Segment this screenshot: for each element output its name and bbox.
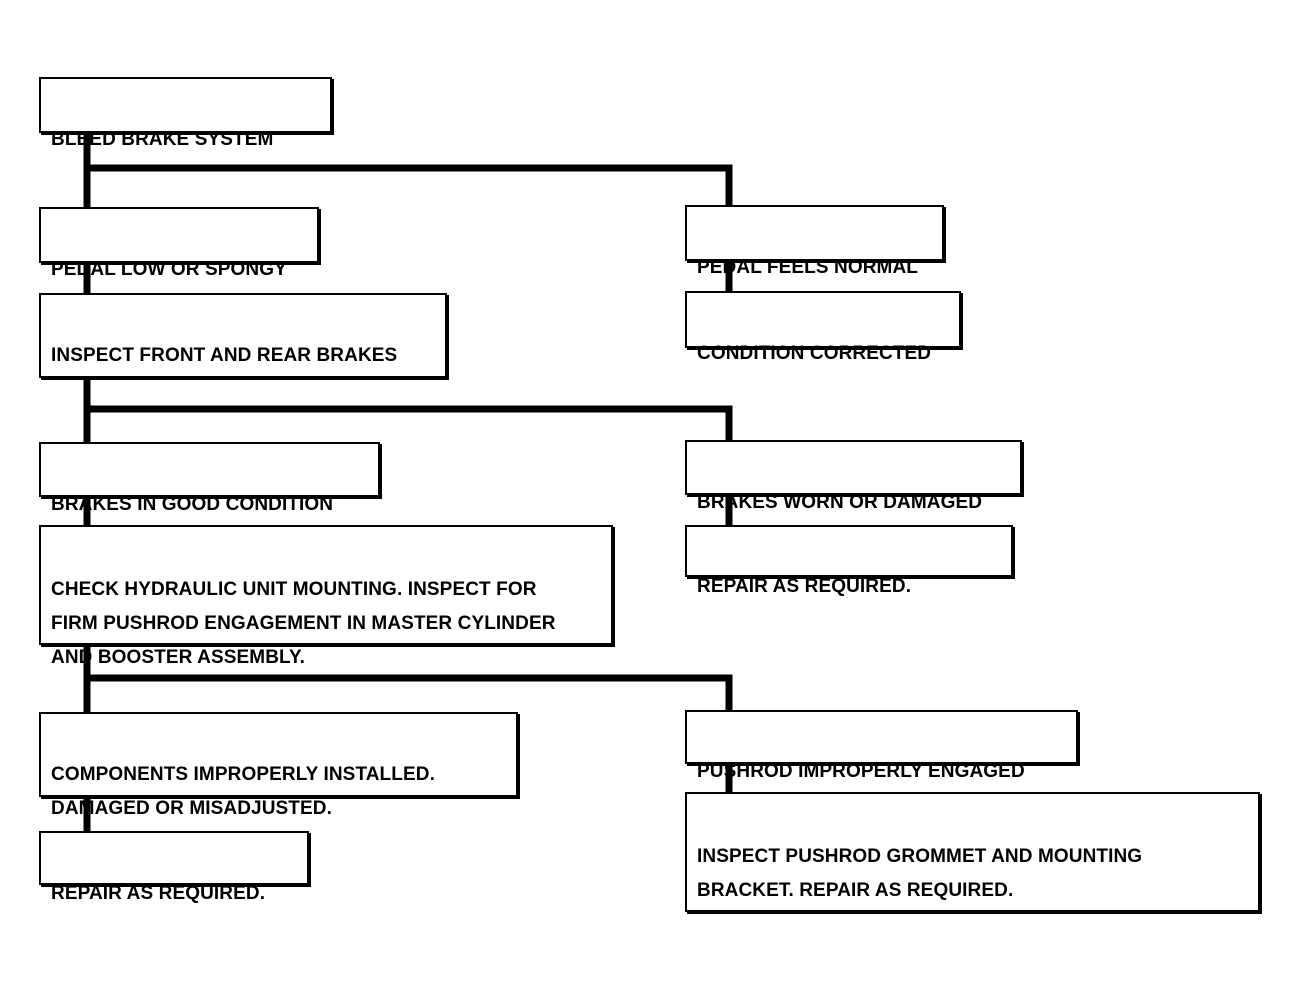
- node-pedal-low-or-spongy-label: PEDAL LOW OR SPONGY: [51, 259, 287, 280]
- node-repair-as-required-left: REPAIR AS REQUIRED.: [39, 831, 309, 904]
- node-bleed-brake-system: BLEED BRAKE SYSTEM: [39, 77, 332, 150]
- node-brakes-in-good-condition: BRAKES IN GOOD CONDITION: [39, 442, 380, 515]
- node-check-hydraulic-unit-mounting-label: CHECK HYDRAULIC UNIT MOUNTING. INSPECT F…: [51, 579, 556, 668]
- node-repair-as-required-right: REPAIR AS REQUIRED.: [685, 525, 1013, 597]
- node-brakes-in-good-condition-label: BRAKES IN GOOD CONDITION: [51, 494, 334, 515]
- node-inspect-front-and-rear-brakes-label: INSPECT FRONT AND REAR BRAKES: [51, 345, 398, 366]
- node-inspect-front-and-rear-brakes: INSPECT FRONT AND REAR BRAKES: [39, 293, 447, 378]
- node-pedal-low-or-spongy: PEDAL LOW OR SPONGY: [39, 207, 319, 280]
- node-brakes-worn-or-damaged: BRAKES WORN OR DAMAGED: [685, 440, 1022, 513]
- node-repair-as-required-right-label: REPAIR AS REQUIRED.: [697, 576, 912, 597]
- node-components-improperly-installed-label: COMPONENTS IMPROPERLY INSTALLED. DAMAGED…: [51, 764, 435, 819]
- node-bleed-brake-system-label: BLEED BRAKE SYSTEM: [51, 129, 274, 150]
- node-pedal-feels-normal: PEDAL FEELS NORMAL: [685, 205, 944, 278]
- node-pushrod-improperly-engaged: PUSHROD IMPROPERLY ENGAGED: [685, 710, 1078, 782]
- node-pedal-feels-normal-label: PEDAL FEELS NORMAL: [697, 257, 919, 278]
- node-inspect-pushrod-grommet: INSPECT PUSHROD GROMMET AND MOUNTING BRA…: [685, 792, 1260, 912]
- node-components-improperly-installed: COMPONENTS IMPROPERLY INSTALLED. DAMAGED…: [39, 712, 518, 819]
- node-repair-as-required-left-label: REPAIR AS REQUIRED.: [51, 883, 266, 904]
- node-check-hydraulic-unit-mounting: CHECK HYDRAULIC UNIT MOUNTING. INSPECT F…: [39, 525, 613, 668]
- node-condition-corrected: CONDITION CORRECTED: [685, 291, 961, 364]
- node-condition-corrected-label: CONDITION CORRECTED: [697, 343, 932, 364]
- node-pushrod-improperly-engaged-label: PUSHROD IMPROPERLY ENGAGED: [697, 761, 1025, 782]
- node-inspect-pushrod-grommet-label: INSPECT PUSHROD GROMMET AND MOUNTING BRA…: [697, 846, 1143, 901]
- node-brakes-worn-or-damaged-label: BRAKES WORN OR DAMAGED: [697, 492, 983, 513]
